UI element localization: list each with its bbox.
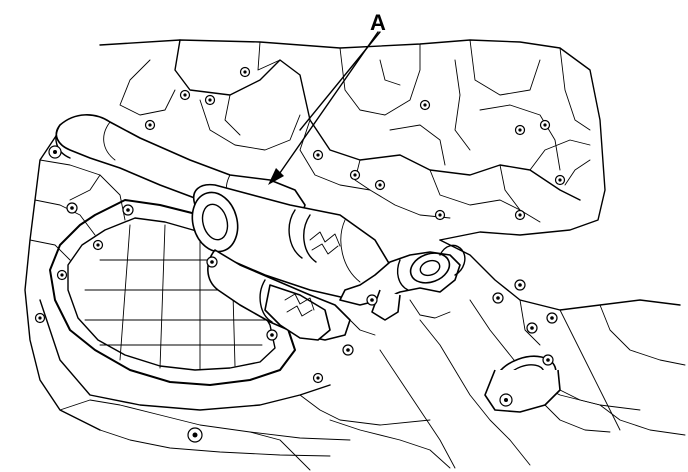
callout-arrowhead <box>268 168 284 185</box>
transmission-housing <box>24 39 606 457</box>
bolts <box>34 66 566 443</box>
callout-leader-line-2 <box>299 31 381 131</box>
exhaust-pipe-assembly <box>55 114 466 341</box>
callout-leader-line <box>274 31 379 181</box>
callout-A: A <box>268 10 386 185</box>
callout-label-A: A <box>370 10 386 35</box>
